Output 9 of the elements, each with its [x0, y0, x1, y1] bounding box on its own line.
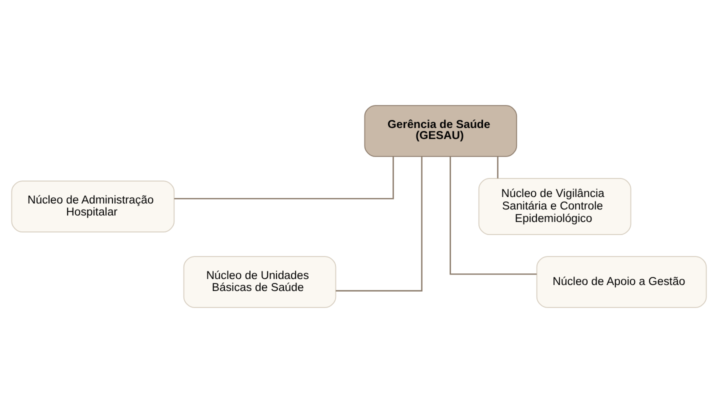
connector	[336, 156, 422, 291]
connector	[174, 156, 394, 199]
connector	[450, 156, 537, 274]
node-box: Gerência de Saúde (GESAU)	[364, 104, 518, 156]
connector	[497, 156, 498, 178]
node-box: Núcleo de Unidades Básicas de Saúde	[183, 256, 336, 308]
node-box: Núcleo de Vigilância Sanitária e Controle Epidemiológico	[478, 177, 632, 235]
node-box: Núcleo de Apoio a Gestão	[536, 256, 707, 308]
node-box: Núcleo de Administração Hospitalar	[11, 180, 175, 232]
